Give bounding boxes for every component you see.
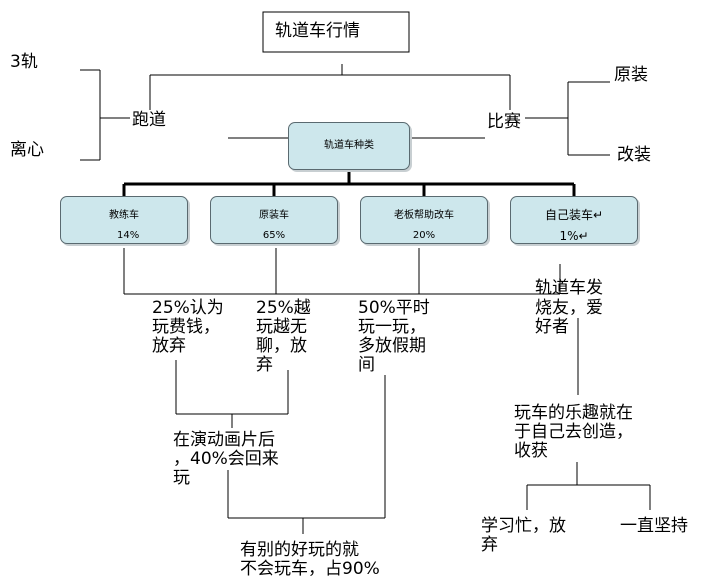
note-5-line-2: ，40%会回来 [173, 449, 279, 469]
note-7-line-2: 不会玩车，占90% [240, 559, 380, 579]
note-2-line-1: 25%越 [256, 298, 311, 318]
left-bottom-label: 离心 [10, 140, 44, 160]
note-3-line-2: 玩一玩， [358, 317, 426, 337]
note-6-line-3: 收获 [514, 441, 548, 461]
category-percent: 14% [117, 230, 140, 241]
left-middle-label: 跑道 [132, 110, 166, 130]
note-9: 一直坚持 [620, 516, 688, 536]
note-6-line-2: 于自己去创造， [514, 422, 633, 442]
category-box-1: 教练车 14% [60, 196, 188, 244]
center-box-label: 轨道车种类 [324, 140, 374, 151]
note-4-line-3: 好者 [535, 317, 569, 337]
category-name: 教练车 [109, 210, 139, 221]
title-box-border [262, 11, 410, 53]
note-3-line-3: 多放假期 [358, 336, 426, 356]
center-box: 轨道车种类 [288, 122, 410, 170]
note-3-line-1: 50%平时 [358, 298, 430, 318]
category-percent: 65% [262, 230, 286, 241]
category-percent: 20% [412, 230, 436, 241]
note-1-line-1: 25%认为 [152, 298, 224, 318]
note-5-line-1: 在演动画片后 [173, 430, 275, 450]
right-middle-label: 比赛 [487, 112, 521, 132]
note-3-line-4: 间 [358, 355, 375, 375]
category-box-3: 老板帮助改车 20% [360, 196, 488, 244]
right-bottom-label: 改装 [617, 145, 651, 165]
note-8-line-1: 学习忙，放 [481, 516, 566, 536]
category-name: 老板帮助改车 [394, 210, 454, 221]
note-8-line-2: 弃 [481, 535, 498, 555]
note-1-line-2: 玩费钱， [152, 317, 220, 337]
note-1-line-3: 放弃 [152, 336, 186, 356]
note-5-line-3: 玩 [173, 468, 190, 488]
category-name: 原装车 [259, 210, 289, 221]
note-2-line-4: 弃 [256, 355, 273, 375]
diagram-title: 轨道车行情 [275, 21, 360, 41]
left-top-label: 3轨 [10, 52, 38, 72]
category-box-2: 原装车 65% [210, 196, 338, 244]
right-top-label: 原装 [614, 65, 648, 85]
note-7-line-1: 有别的好玩的就 [240, 540, 359, 560]
note-4-line-1: 轨道车发 [535, 278, 603, 298]
note-2-line-2: 玩越无 [256, 317, 307, 337]
category-percent: 1%↵ [559, 229, 589, 243]
category-box-4: 自己装车↵ 1%↵ [510, 196, 638, 244]
note-6-line-1: 玩车的乐趣就在 [514, 403, 633, 423]
note-4-line-2: 烧友，爱 [535, 298, 603, 318]
category-name: 自己装车↵ [544, 208, 604, 222]
note-2-line-3: 聊，放 [256, 336, 307, 356]
